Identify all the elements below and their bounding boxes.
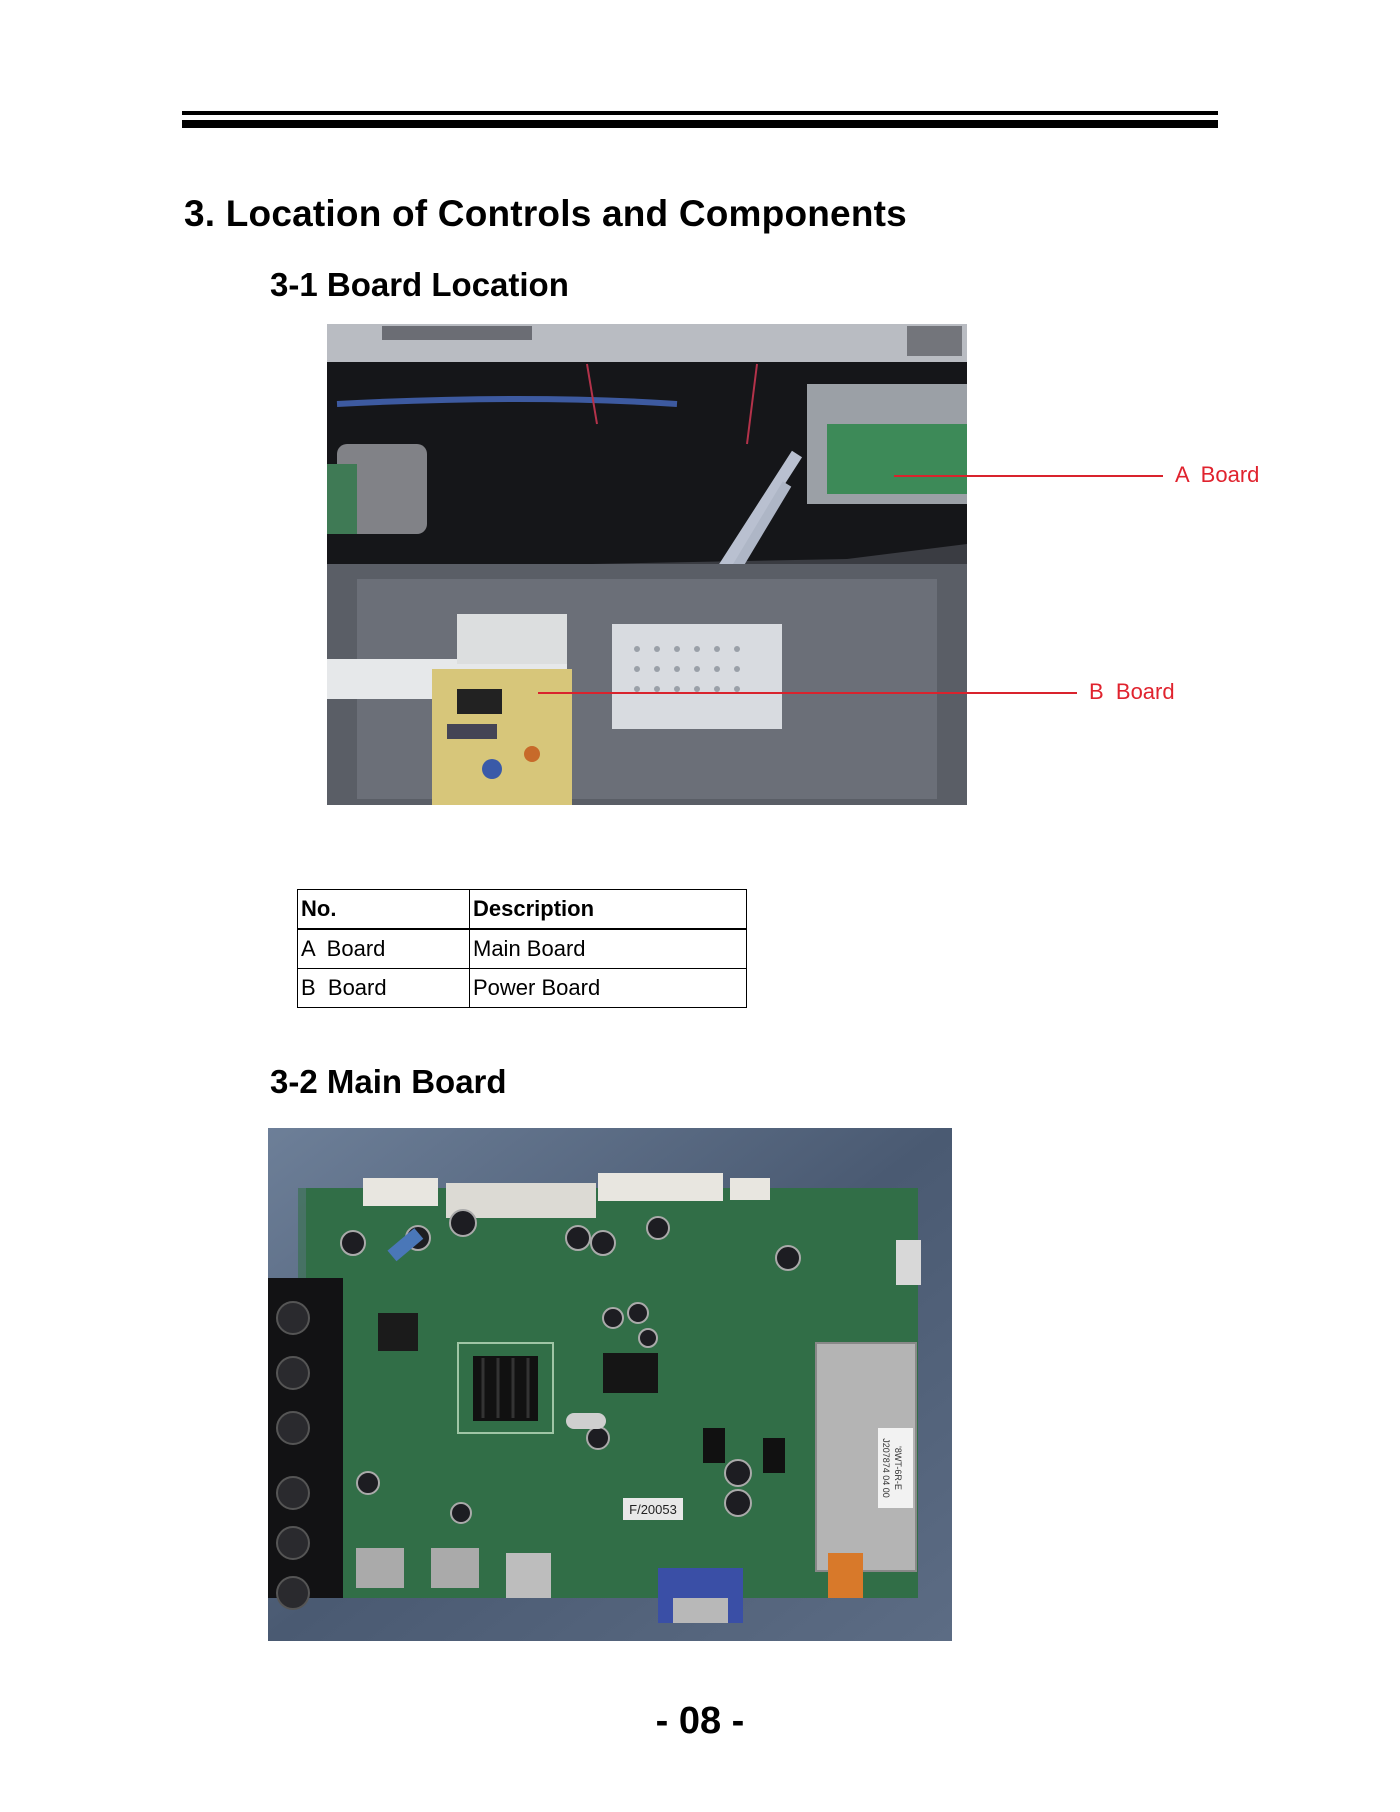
table-header-row: No. Description [297,889,747,930]
callout-line-a-board [894,475,1163,477]
callout-line-b-board [538,692,1077,694]
callout-label-a-board: A Board [1175,462,1260,487]
header-rule-thin [182,111,1218,115]
table-cell-no: A Board [297,928,470,969]
table-row: A Board Main Board [297,928,747,969]
header-rule-thick [182,120,1218,128]
page-number: - 08 - [655,1700,745,1742]
table-cell-description: Main Board [469,928,747,969]
table-cell-no: B Board [297,968,470,1008]
pcb-sticker-label: F/20053 [629,1502,677,1517]
table-row: B Board Power Board [297,968,747,1008]
callout-label-b-board: B Board [1089,679,1175,704]
table-header-no: No. [297,889,470,930]
tuner-label-1: '8WT-6R-E [893,1446,903,1490]
board-location-photo [327,324,967,805]
section-heading-main-board: 3-2 Main Board [270,1063,507,1100]
board-description-table: No. Description A Board Main Board B Boa… [297,889,747,1008]
tuner-label-2: J207874 04 00 [881,1438,891,1498]
table-cell-description: Power Board [469,968,747,1008]
section-heading-board-location: 3-1 Board Location [270,266,569,303]
page-title: 3. Location of Controls and Components [184,193,907,234]
main-board-photo: F/20053 '8WT-6R-E J207874 04 00 [268,1128,952,1641]
board-location-photo-graphic [327,324,967,805]
main-board-photo-graphic: F/20053 '8WT-6R-E J207874 04 00 [268,1128,952,1641]
table-header-description: Description [469,889,747,930]
